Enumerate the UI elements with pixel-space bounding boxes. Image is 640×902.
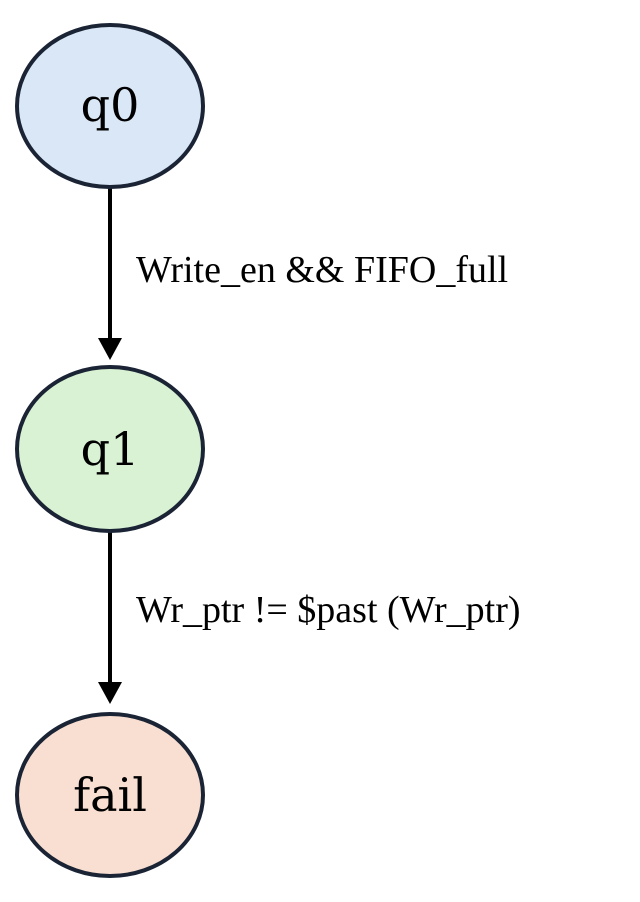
state-q0-circle [15,23,205,189]
transition-q1-fail-arrowhead [98,682,122,704]
state-q0-label: q0 [81,78,140,132]
transition-q1-fail-label: Wr_ptr != $past (Wr_ptr) [136,589,521,631]
state-q1-label: q1 [81,422,140,476]
transition-q0-q1: Write_en && FIFO_full [98,187,508,360]
state-q0: q0 [15,23,205,189]
state-fail-label: fail [73,768,147,822]
state-fail-circle [15,712,205,878]
state-q1: q1 [15,365,205,533]
transition-q0-q1-arrowhead [98,338,122,360]
transition-q1-fail: Wr_ptr != $past (Wr_ptr) [98,532,521,704]
state-q1-circle [15,365,205,533]
transition-q0-q1-label: Write_en && FIFO_full [136,249,508,291]
state-fail: fail [15,712,205,878]
